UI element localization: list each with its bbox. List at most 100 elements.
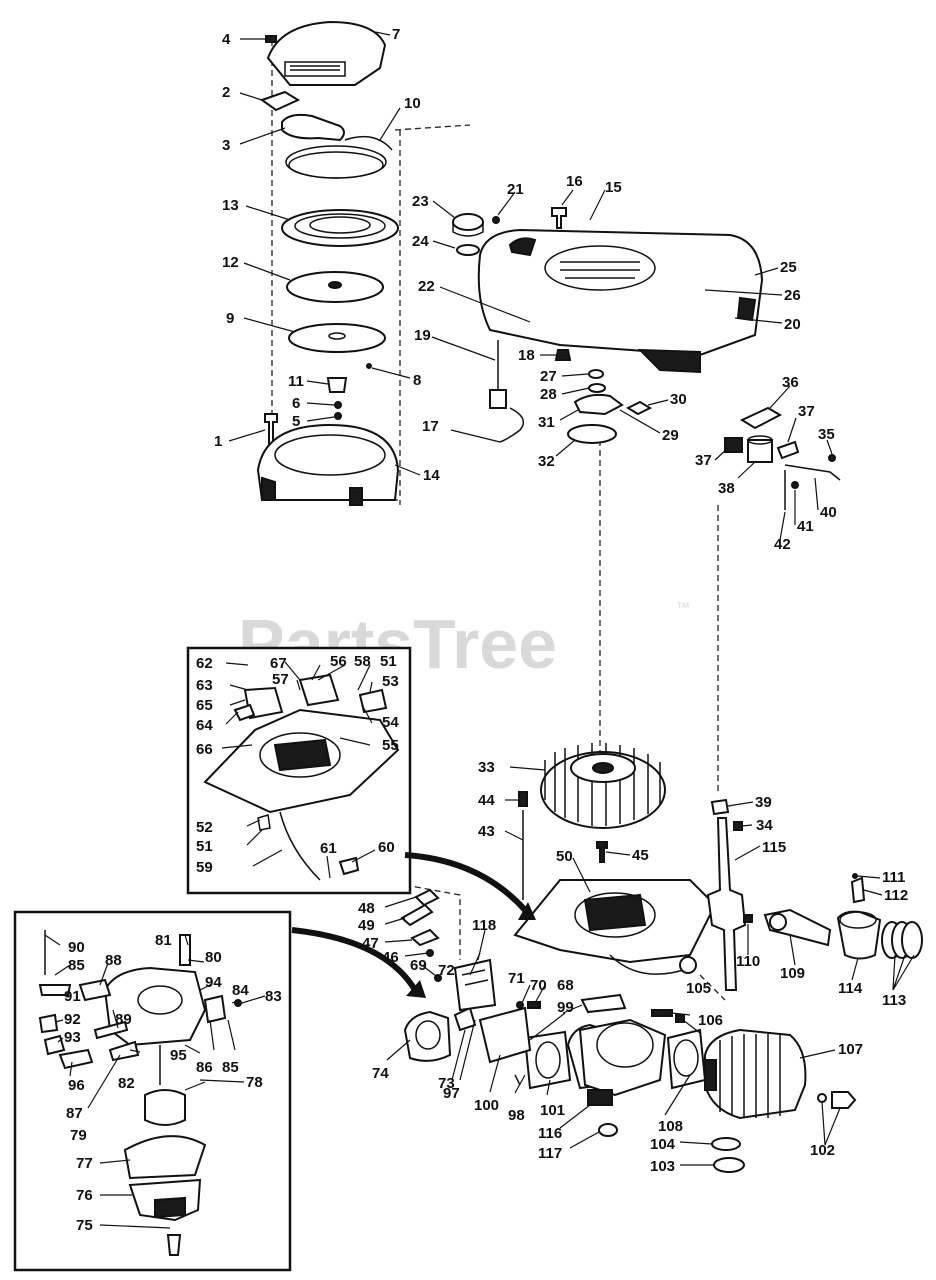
cap-gasket-part <box>456 244 480 256</box>
label-82: 82 <box>118 1075 135 1092</box>
label-112: 112 <box>884 887 908 904</box>
label-88: 88 <box>105 952 122 969</box>
label-76: 76 <box>76 1187 93 1204</box>
float-part <box>144 1089 186 1126</box>
label-83: 83 <box>265 988 282 1005</box>
label-9: 9 <box>226 310 234 327</box>
label-105: 105 <box>686 980 711 997</box>
label-14: 14 <box>423 467 440 484</box>
label-13: 13 <box>222 197 239 214</box>
label-18: 18 <box>518 347 535 364</box>
label-45: 45 <box>632 847 649 864</box>
label-79: 79 <box>70 1127 87 1144</box>
label-37b: 37 <box>695 452 712 469</box>
watermark-trademark: ™ <box>676 599 690 615</box>
label-4: 4 <box>222 31 231 48</box>
label-52: 52 <box>196 819 213 836</box>
label-106: 106 <box>698 1012 723 1029</box>
label-62: 62 <box>196 655 213 672</box>
label-38: 38 <box>718 480 735 497</box>
label-110: 110 <box>736 953 760 970</box>
label-97: 97 <box>443 1085 460 1102</box>
label-102: 102 <box>810 1142 835 1159</box>
label-74: 74 <box>372 1065 389 1082</box>
label-22: 22 <box>418 278 435 295</box>
inset-ignition-detail <box>186 646 412 895</box>
label-104: 104 <box>650 1136 676 1153</box>
label-63: 63 <box>196 677 213 694</box>
carb-body-part <box>103 966 207 1047</box>
starter-housing-part <box>256 423 400 501</box>
starter-handle-part <box>281 113 345 142</box>
label-2: 2 <box>222 84 230 101</box>
label-54: 54 <box>382 714 399 731</box>
label-109: 109 <box>780 965 805 982</box>
crankshaft-part <box>706 817 747 991</box>
label-19: 19 <box>414 327 431 344</box>
intake-group <box>403 958 541 1086</box>
fan-housing-part <box>477 228 764 357</box>
label-37a: 37 <box>798 403 815 420</box>
label-35: 35 <box>818 426 835 443</box>
label-94: 94 <box>205 974 222 991</box>
label-48: 48 <box>358 900 375 917</box>
label-113: 113 <box>882 992 906 1009</box>
label-56: 56 <box>330 653 347 670</box>
label-107: 107 <box>838 1041 863 1058</box>
label-53: 53 <box>382 673 399 690</box>
label-51a: 51 <box>380 653 397 670</box>
label-43: 43 <box>478 823 495 840</box>
label-8: 8 <box>413 372 421 389</box>
label-57: 57 <box>272 671 289 688</box>
label-72: 72 <box>438 962 455 979</box>
label-29: 29 <box>662 427 679 444</box>
pawl-plate-part <box>259 90 301 112</box>
inset-carburetor-detail <box>13 910 292 1272</box>
label-33: 33 <box>478 759 495 776</box>
carburetor-part <box>403 1010 452 1062</box>
leader-lines <box>44 31 915 1229</box>
flywheel-group <box>540 743 666 829</box>
starter-disc-part <box>288 323 386 353</box>
label-68: 68 <box>557 977 574 994</box>
label-27: 27 <box>540 368 557 385</box>
label-115: 115 <box>762 839 786 856</box>
label-67: 67 <box>270 655 287 672</box>
label-42: 42 <box>774 536 791 553</box>
label-85b: 85 <box>222 1059 239 1076</box>
label-6: 6 <box>292 395 300 412</box>
label-31: 31 <box>538 414 555 431</box>
label-21: 21 <box>507 181 524 198</box>
label-1: 1 <box>214 433 222 450</box>
label-32: 32 <box>538 453 555 470</box>
fan-housing-group <box>452 207 764 444</box>
label-70: 70 <box>530 977 547 994</box>
label-58: 58 <box>354 653 371 670</box>
cylinder-group <box>523 993 857 1173</box>
label-78: 78 <box>246 1074 263 1091</box>
label-12: 12 <box>222 254 239 271</box>
label-39: 39 <box>755 794 772 811</box>
label-15: 15 <box>605 179 622 196</box>
shutoff-disc-part <box>567 424 617 444</box>
label-90: 90 <box>68 939 85 956</box>
label-11: 11 <box>288 373 304 390</box>
recoil-starter-group <box>256 20 400 506</box>
label-73: 73 <box>438 1075 455 1092</box>
label-55: 55 <box>382 737 399 754</box>
label-16: 16 <box>566 173 583 190</box>
label-25: 25 <box>780 259 797 276</box>
screw-part <box>265 35 277 43</box>
label-10: 10 <box>404 95 421 112</box>
label-98: 98 <box>508 1107 525 1124</box>
label-36: 36 <box>782 374 799 391</box>
crankshaft-group <box>706 798 753 991</box>
backplate-group <box>513 879 717 975</box>
label-44: 44 <box>478 792 495 809</box>
label-5: 5 <box>292 413 300 430</box>
label-91: 91 <box>64 988 81 1005</box>
label-26: 26 <box>784 287 801 304</box>
label-100: 100 <box>474 1097 499 1114</box>
label-103: 103 <box>650 1158 675 1175</box>
label-80: 80 <box>205 949 222 966</box>
